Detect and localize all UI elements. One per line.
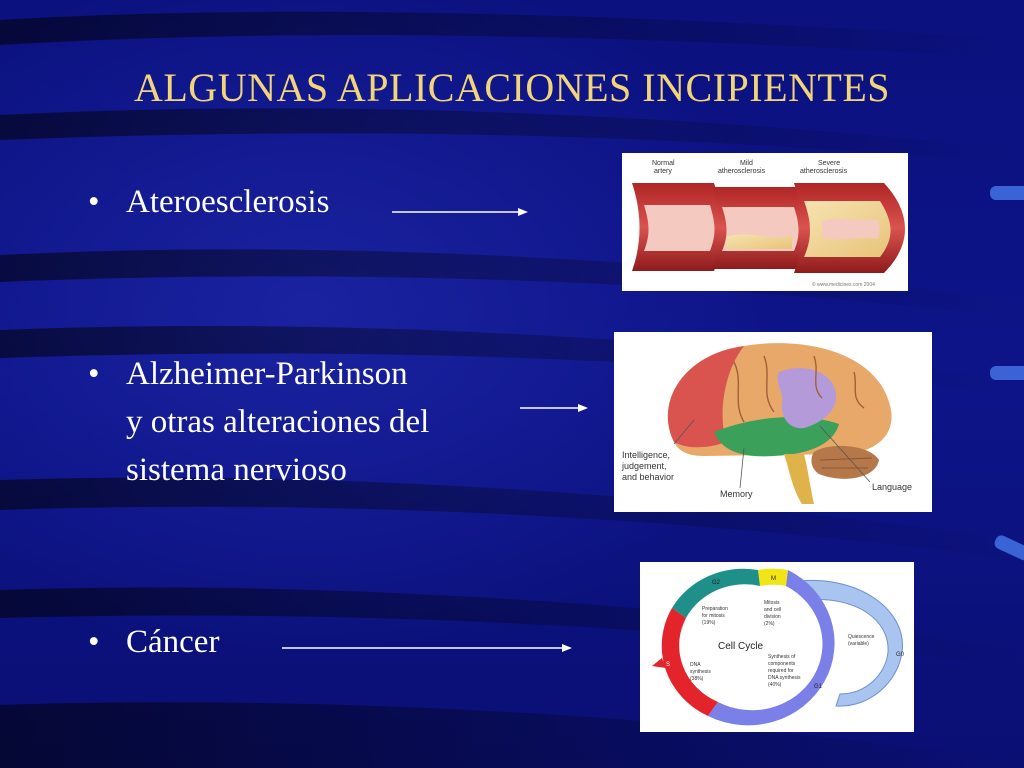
bullet-text: Cáncer — [126, 624, 220, 660]
note-text: components — [768, 661, 796, 667]
note-text: for mitosis — [702, 613, 725, 619]
note-dna: DNA synthesis (38%) — [690, 662, 711, 682]
note-text: Mitosis — [764, 600, 780, 606]
cell-cycle-title: Cell Cycle — [718, 641, 763, 652]
bullet-dot: • — [88, 624, 100, 660]
phase-label: M — [771, 576, 776, 582]
phase-label: G0 — [896, 652, 905, 658]
bullet-text-line-1: Alzheimer-Parkinson — [126, 356, 408, 392]
note-text: DNA — [690, 662, 701, 668]
note-text: division — [764, 614, 781, 620]
edge-tick — [990, 186, 1024, 200]
note-text: DNA synthesis — [768, 675, 801, 681]
note-text: (38%) — [690, 676, 704, 682]
artery-label: artery — [654, 168, 672, 175]
note-text: synthesis — [690, 669, 711, 675]
note-text: Preparation — [702, 606, 728, 612]
note-text: Quiescence — [848, 634, 875, 640]
note-text: (40%) — [768, 682, 782, 688]
brain-label: Intelligence, — [622, 450, 670, 460]
arrow-icon — [282, 644, 572, 652]
note-mitosis: Mitosis and cell division (2%) — [764, 600, 781, 627]
note-text: (variable) — [848, 641, 869, 647]
bullet-text: Ateroesclerosis — [126, 184, 330, 220]
note-text: (19%) — [702, 620, 716, 626]
note-text: (2%) — [764, 621, 775, 627]
phase-label: G1 — [814, 684, 823, 690]
brain-label: and behavior — [622, 472, 674, 482]
bullet-dot: • — [88, 184, 100, 220]
artery-illustration: Normal artery Mild atherosclerosis Sever… — [622, 153, 908, 291]
artery-label: Severe — [818, 160, 840, 167]
bullet-text-line-3: sistema nervioso — [126, 452, 347, 488]
note-prep: Preparation for mitosis (19%) — [702, 606, 728, 626]
arrow-icon — [392, 208, 528, 216]
edge-tick — [990, 366, 1024, 380]
artery-label: atherosclerosis — [800, 168, 848, 175]
note-synthesis: Synthesis of components required for DNA… — [768, 654, 801, 688]
brain-label: Language — [872, 482, 912, 492]
note-quiescence: Quiescence (variable) — [848, 634, 875, 647]
slide-title: ALGUNAS APLICACIONES INCIPIENTES — [133, 65, 891, 110]
artery-label: Normal — [652, 160, 675, 167]
note-text: Synthesis of — [768, 654, 796, 660]
artery-label: atherosclerosis — [718, 168, 766, 175]
note-text: required for — [768, 668, 794, 674]
brain-label: Memory — [720, 489, 753, 499]
cell-cycle-diagram: Cell Cycle G2 M S G1 G0 Preparation for … — [640, 562, 914, 732]
brain-label: judgement, — [621, 461, 667, 471]
arrow-icon — [520, 404, 588, 412]
artery-label: Mild — [740, 160, 753, 167]
note-text: and cell — [764, 607, 781, 613]
brain-illustration: Intelligence, judgement, and behavior Me… — [614, 332, 932, 512]
image-credit: © www.medicines.com 2004 — [812, 281, 875, 288]
bullet-dot: • — [88, 356, 100, 392]
phase-label: S — [666, 662, 670, 668]
bullet-text-line-2: y otras alteraciones del — [126, 404, 430, 440]
phase-label: G2 — [712, 580, 721, 586]
